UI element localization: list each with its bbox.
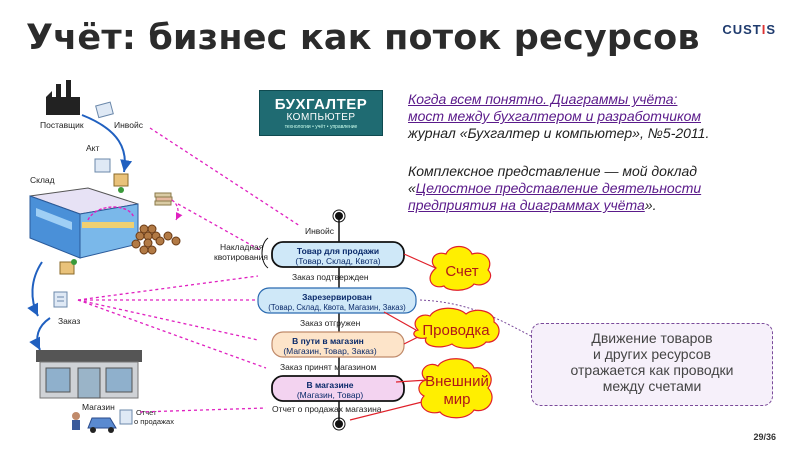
journal-logo-line3: технологии • учёт • управление [284,124,358,130]
journal-logo-line1: БУХГАЛТЕР [274,96,368,113]
transition-order-received: Заказ принят магазином [280,362,376,372]
sales-report-label-1: Отчет [136,408,157,417]
state-for-sale-title: Товар для продажи [297,246,379,256]
documents-stack-icon [154,192,173,206]
article-link-line1[interactable]: Когда всем понятно. Диаграммы учёта: [408,91,678,107]
custis-logo: CUSTIS [722,22,776,37]
callout-box: Движение товаров и других ресурсов отраж… [531,323,773,406]
shop-icon [36,350,142,399]
supplier-label: Поставщик [40,120,84,130]
goods-transfer-icon [59,259,77,275]
cloud-external-world: Внешний мир [418,358,493,419]
reference-article: Когда всем понятно. Диаграммы учёта: мос… [408,91,709,142]
state-reserved-title: Зарезервирован [302,292,372,302]
talk-link-line1[interactable]: Целостное представление деятельности [415,180,702,196]
callout-line4: между счетами [602,378,702,394]
cloud-external-label-1: Внешний [425,373,489,390]
flow-waybill-label-1: Накладная [220,242,264,252]
warehouse-icon [29,187,139,259]
invoice-label: Инвойс [114,120,144,130]
order-doc-icon [53,291,68,308]
invoice-doc-icon [95,101,114,119]
cloud-posting-label: Проводка [422,322,490,339]
shop-label: Магазин [82,402,115,412]
flow-end-node [335,420,343,428]
sales-report-label-2: о продажах [134,417,174,426]
customer-car-icon [72,412,117,433]
flow-arrow-supply [81,114,133,173]
goods-box-icon [113,173,129,193]
callout-line2: и других ресурсов [593,346,711,362]
goods-pile-icon [131,224,181,255]
act-doc-icon [94,158,111,173]
flow-waybill-label-2: квотирования [214,252,268,262]
callout-line1: Движение товаров [591,330,713,346]
warehouse-cycle-arrow [87,206,135,221]
state-for-sale-sub: (Товар, Склад, Квота) [295,256,380,266]
state-in-shop-sub: (Магазин, Товар) [297,390,363,400]
act-label: Акт [86,143,99,153]
sales-report-icon [119,409,133,425]
state-reserved [257,287,417,314]
factory-icon [46,80,80,115]
article-source: журнал «Бухгалтер и компьютер», №5-2011. [408,125,710,141]
article-link-line2[interactable]: мост между бухгалтером и разработчиком [408,108,701,124]
flow-start-node [335,212,343,220]
transition-order-shipped: Заказ отгружен [300,318,361,328]
cloud-account-label: Счет [445,263,478,280]
talk-intro: Комплексное представление — мой доклад [408,163,697,179]
cloud-external-label-2: мир [443,391,470,408]
callout-line3: отражается как проводки [570,362,734,378]
cloud-account: Счет [429,245,492,291]
state-in-shop [271,375,405,402]
transition-sales-report: Отчет о продажах магазина [272,404,382,414]
state-reserved-sub: (Товар, Склад, Квота, Магазин, Заказ) [268,303,406,312]
transition-order-confirmed: Заказ подтвержден [292,272,369,282]
cloud-posting: Проводка [413,307,500,349]
slide-title: Учёт: бизнес как поток ресурсов [26,18,700,58]
talk-link-line2[interactable]: предприятия на диаграммах учёта [408,197,645,213]
journal-logo-line2: КОМПЬЮТЕР [286,112,356,123]
warehouse-label: Склад [30,175,55,185]
dashed-links [77,127,301,413]
journal-logo: БУХГАЛТЕР КОМПЬЮТЕР технологии • учёт • … [259,90,383,136]
order-label: Заказ [58,316,80,326]
flow-invoice-label: Инвойс [305,226,335,236]
state-in-transit [271,331,405,358]
page-number: 29/36 [753,432,776,442]
state-in-transit-title: В пути в магазин [292,336,364,346]
state-in-shop-title: В магазине [306,380,353,390]
state-in-transit-sub: (Магазин, Товар, Заказ) [283,346,376,356]
reference-talk: Комплексное представление — мой доклад «… [408,163,702,213]
